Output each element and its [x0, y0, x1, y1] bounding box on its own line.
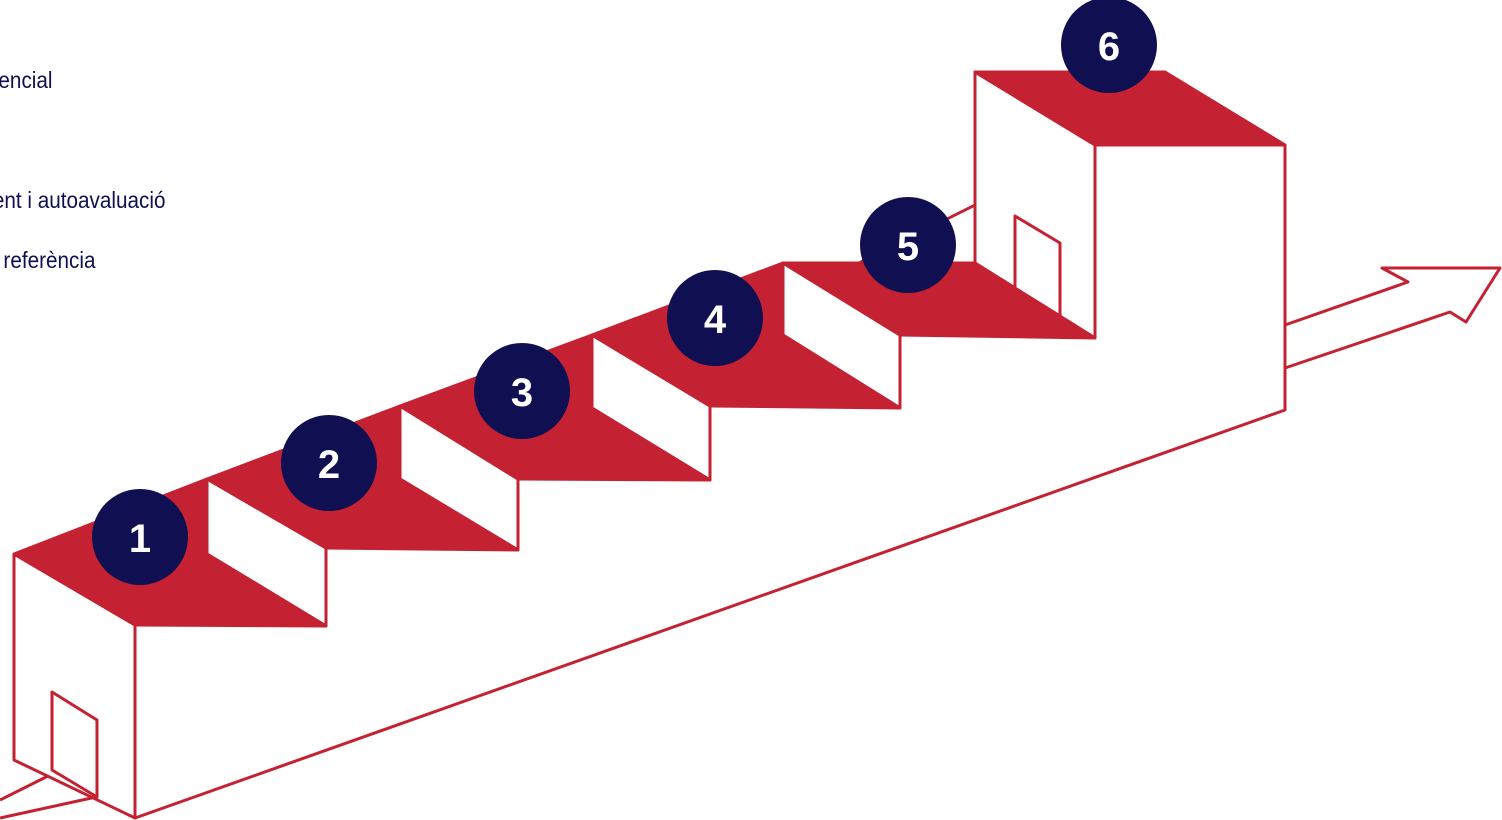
step-badge-3: 3 [474, 343, 570, 439]
step-badge-4: 4 [667, 270, 763, 366]
step-number-6: 6 [1098, 25, 1120, 69]
step-badge-6: 6 [1061, 0, 1157, 93]
step-number-5: 5 [897, 225, 919, 269]
arrow-head-outline [1285, 268, 1500, 368]
arrow-shaft-left-lower [0, 797, 96, 818]
stair-body [14, 72, 1285, 818]
step-badge-2: 2 [281, 415, 377, 511]
arrow-shaft-left-upper [0, 773, 54, 800]
step-badge-1: 1 [92, 489, 188, 585]
step-number-3: 3 [511, 371, 533, 415]
step-number-4: 4 [704, 298, 727, 342]
step-number-1: 1 [129, 517, 151, 561]
step-badge-5: 5 [860, 197, 956, 293]
step-number-2: 2 [318, 443, 340, 487]
